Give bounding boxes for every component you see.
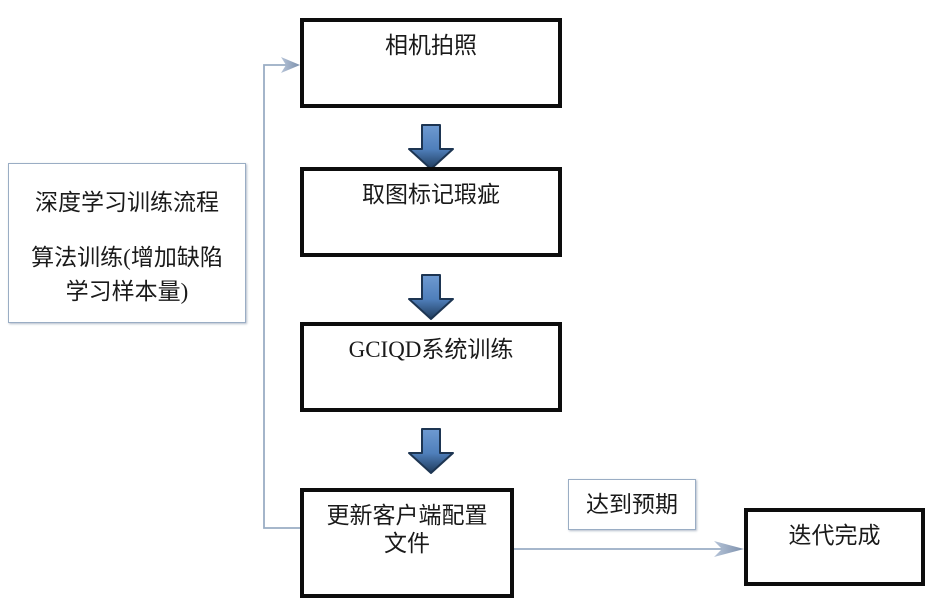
note-line-1: 深度学习训练流程 — [35, 190, 219, 215]
node-iteration-complete: 迭代完成 — [744, 508, 925, 586]
node-camera-capture: 相机拍照 — [300, 18, 562, 108]
node-iteration-complete-label: 迭代完成 — [788, 523, 881, 548]
block-arrow-down-2 — [408, 274, 454, 320]
node-gciqd-system-training: GCIQD系统训练 — [300, 322, 562, 412]
node-expectation-met: 达到预期 — [568, 479, 696, 530]
block-arrow-down-1 — [408, 124, 454, 170]
edge-to-iteration-complete — [514, 541, 744, 557]
node-camera-capture-label: 相机拍照 — [385, 33, 477, 58]
node-mark-defects: 取图标记瑕疵 — [300, 167, 562, 257]
edge-feedback-loop — [263, 57, 300, 529]
block-arrow-down-3 — [408, 428, 454, 474]
node-gciqd-system-training-label: GCIQD系统训练 — [348, 337, 514, 362]
node-update-client-config: 更新客户端配置 文件 — [300, 488, 514, 598]
note-line-2: 算法训练(增加缺陷 — [31, 245, 223, 271]
note-spacer — [9, 219, 245, 241]
note-line-3: 学习样本量) — [65, 278, 189, 304]
note-deep-learning-training-process: 深度学习训练流程 算法训练(增加缺陷 学习样本量) — [8, 163, 246, 323]
node-mark-defects-label: 取图标记瑕疵 — [362, 182, 500, 207]
node-update-client-config-line-1: 更新客户端配置 — [326, 503, 488, 528]
node-update-client-config-line-2: 文件 — [384, 531, 430, 557]
node-expectation-met-label: 达到预期 — [586, 491, 678, 517]
